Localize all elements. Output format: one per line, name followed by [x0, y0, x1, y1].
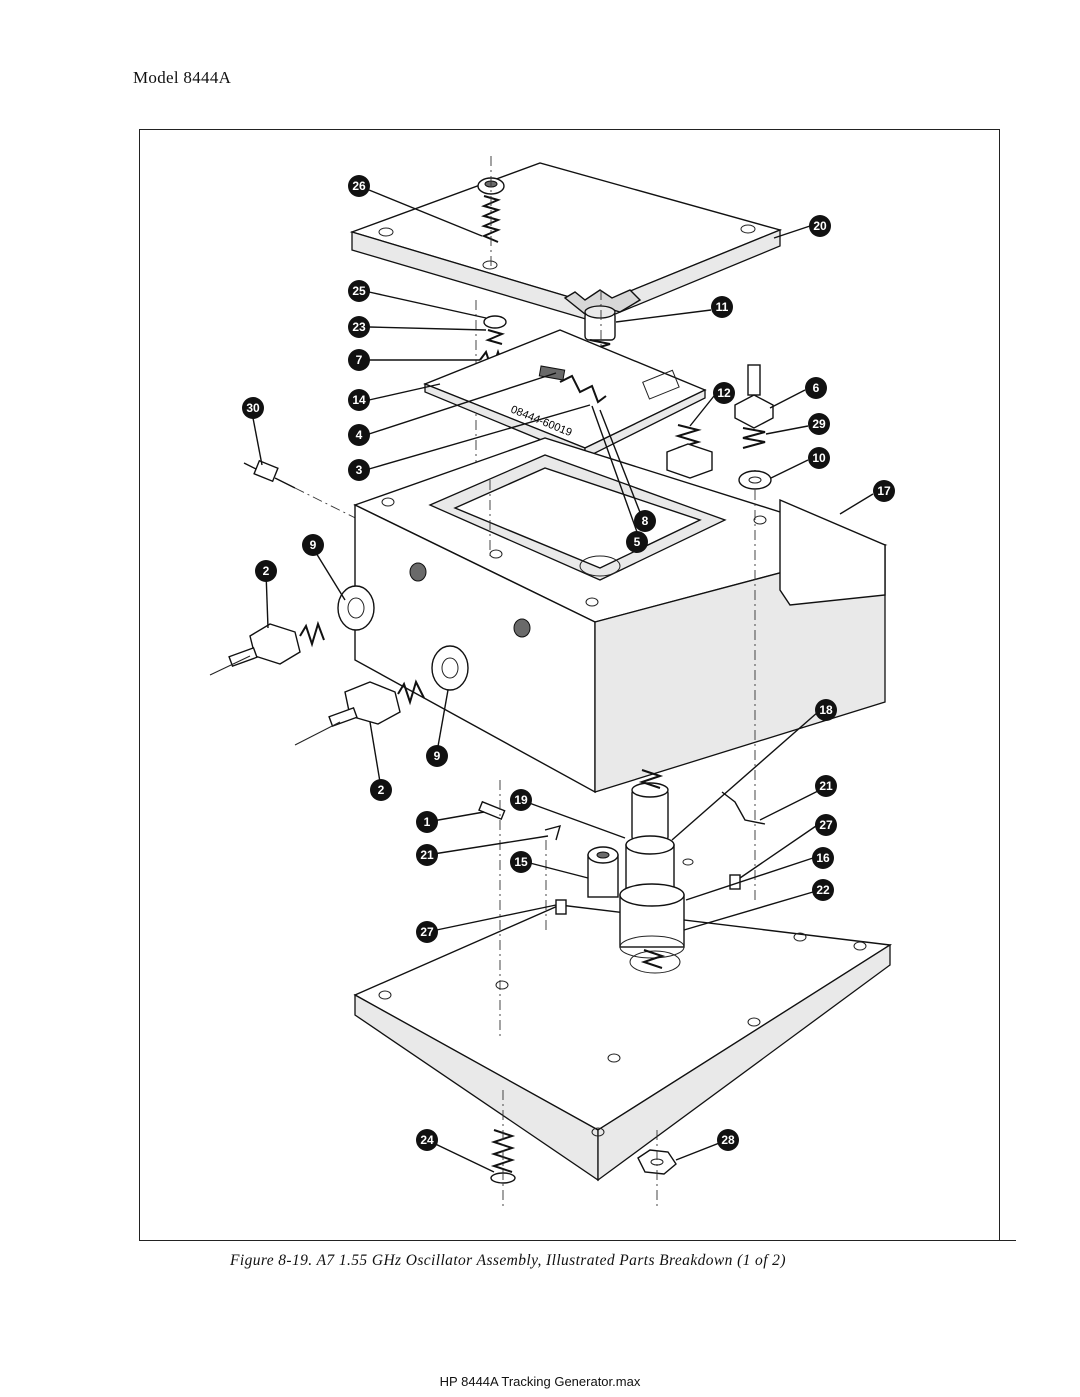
svg-text:9: 9 — [310, 538, 317, 552]
callout-4: 4 — [348, 424, 370, 446]
svg-text:27: 27 — [420, 925, 434, 939]
circuit-board-14: 08444-60019 — [423, 329, 707, 460]
callout-8: 8 — [634, 510, 656, 532]
callout-11: 11 — [711, 296, 733, 318]
svg-text:29: 29 — [812, 417, 826, 431]
callout-17: 17 — [873, 480, 895, 502]
callout-10: 10 — [808, 447, 830, 469]
svg-text:12: 12 — [717, 386, 731, 400]
callout-9-upper: 9 — [302, 534, 324, 556]
svg-text:14: 14 — [352, 393, 366, 407]
svg-text:10: 10 — [812, 451, 826, 465]
callout-3: 3 — [348, 459, 370, 481]
svg-text:20: 20 — [813, 219, 827, 233]
connector-2-upper — [209, 585, 375, 676]
callout-5: 5 — [626, 531, 648, 553]
callout-22: 22 — [812, 879, 834, 901]
svg-text:19: 19 — [514, 793, 528, 807]
callout-21-left: 21 — [416, 844, 438, 866]
callout-20: 20 — [809, 215, 831, 237]
svg-text:2: 2 — [378, 783, 385, 797]
svg-text:26: 26 — [352, 179, 366, 193]
housing-block-17 — [353, 437, 888, 900]
svg-text:2: 2 — [263, 564, 270, 578]
svg-text:5: 5 — [634, 535, 641, 549]
callout-12: 12 — [713, 382, 735, 404]
svg-text:30: 30 — [246, 401, 260, 415]
figure-frame — [139, 129, 1000, 1240]
svg-text:9: 9 — [434, 749, 441, 763]
svg-text:18: 18 — [819, 703, 833, 717]
svg-text:21: 21 — [819, 779, 833, 793]
figure-frame-bottom-rule — [139, 1240, 1016, 1241]
svg-text:6: 6 — [813, 381, 820, 395]
svg-text:15: 15 — [514, 855, 528, 869]
callout-27-left: 27 — [416, 921, 438, 943]
svg-text:27: 27 — [819, 818, 833, 832]
svg-text:23: 23 — [352, 320, 366, 334]
screw-26 — [477, 156, 505, 270]
screw-24 — [490, 1090, 516, 1210]
bottom-plate — [353, 904, 893, 1182]
nut-28 — [637, 1130, 677, 1210]
svg-text:25: 25 — [352, 284, 366, 298]
footer-filename: HP 8444A Tracking Generator.max — [439, 1374, 641, 1389]
svg-text:17: 17 — [877, 484, 891, 498]
svg-text:16: 16 — [816, 851, 830, 865]
svg-text:7: 7 — [356, 353, 363, 367]
callout-2-lower: 2 — [370, 779, 392, 801]
callout-23: 23 — [348, 316, 370, 338]
callout-19: 19 — [510, 789, 532, 811]
small-parts-15-1-21-27 — [478, 780, 766, 1040]
callout-2-upper: 2 — [255, 560, 277, 582]
top-cover-plate — [349, 162, 783, 323]
callout-27-right: 27 — [815, 814, 837, 836]
svg-text:4: 4 — [356, 428, 363, 442]
svg-text:22: 22 — [816, 883, 830, 897]
callout-24: 24 — [416, 1129, 438, 1151]
right-side-parts-12-6-29-10 — [666, 364, 774, 490]
callout-15: 15 — [510, 851, 532, 873]
callout-6: 6 — [805, 377, 827, 399]
svg-text:8: 8 — [642, 514, 649, 528]
callout-7: 7 — [348, 349, 370, 371]
callout-25: 25 — [348, 280, 370, 302]
svg-text:24: 24 — [420, 1133, 434, 1147]
svg-text:1: 1 — [424, 815, 431, 829]
model-header: Model 8444A — [133, 68, 232, 87]
cylinder-stack-18-22 — [619, 769, 694, 969]
callout-28: 28 — [717, 1129, 739, 1151]
callout-30: 30 — [242, 397, 264, 419]
callout-16: 16 — [812, 847, 834, 869]
svg-text:28: 28 — [721, 1133, 735, 1147]
callout-1: 1 — [416, 811, 438, 833]
callout-9-lower: 9 — [426, 745, 448, 767]
callout-21-right: 21 — [815, 775, 837, 797]
connector-2-lower — [294, 645, 469, 746]
svg-text:3: 3 — [356, 463, 363, 477]
callout-leader-lines — [252, 189, 874, 1173]
figure-caption: Figure 8-19. A7 1.55 GHz Oscillator Asse… — [230, 1252, 786, 1269]
callout-18: 18 — [815, 699, 837, 721]
svg-text:21: 21 — [420, 848, 434, 862]
callout-26: 26 — [348, 175, 370, 197]
callout-29: 29 — [808, 413, 830, 435]
svg-text:11: 11 — [716, 300, 729, 314]
callout-14: 14 — [348, 389, 370, 411]
